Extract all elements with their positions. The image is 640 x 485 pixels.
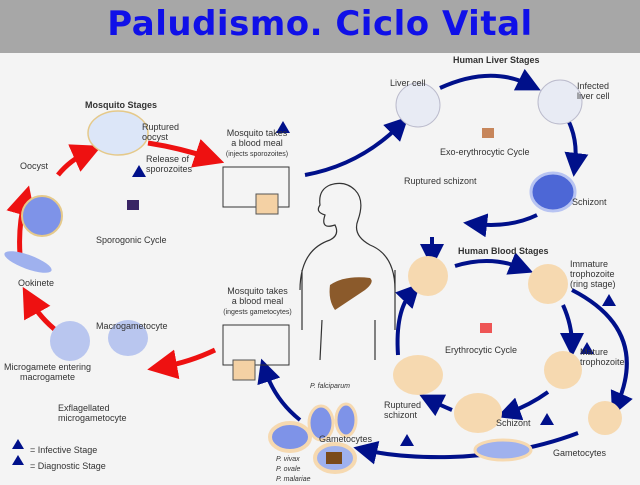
microgamete-cell (50, 321, 90, 361)
gametocyte-elongated (473, 438, 533, 462)
human-silhouette (299, 182, 396, 361)
arrow-bite-to-liver (304, 116, 409, 177)
macrogametocyte-cell (108, 320, 148, 356)
infective-triangle-step1 (276, 121, 290, 133)
legend-diagnostic: = Diagnostic Stage (30, 461, 106, 471)
ookinete-label: Ookinete (18, 278, 55, 288)
falciparum-male (334, 402, 358, 438)
gametocyte-inset (232, 359, 256, 381)
exo-erythrocytic-label: Exo-erythrocytic Cycle (440, 147, 530, 157)
macrogametocyte-label: Macrogametocyte (96, 321, 168, 331)
sporogonic-cycle-label: Sporogonic Cycle (96, 235, 167, 245)
arrow-liver-to-infected (439, 68, 541, 91)
gametocyte-cell (588, 401, 622, 435)
badge-C (127, 200, 139, 210)
diagnostic-triangle-schizont (540, 413, 554, 425)
ring-stage-cell (528, 264, 568, 304)
male-pigment (326, 452, 342, 464)
arrow-ring-to-gametocyte (571, 288, 633, 416)
oocyst-cell (21, 195, 63, 237)
liver-cell (395, 82, 441, 128)
badge-A (482, 128, 494, 138)
arrow-micro-to-ookinete (22, 286, 60, 334)
sporozoite-inset (255, 193, 279, 215)
ruptured-schizont-liver-label: Ruptured schizont (404, 176, 477, 186)
arrow-ookinete-to-oocyst (6, 185, 36, 256)
infective-triangle-release (132, 165, 146, 177)
blood-schizont-cell (454, 393, 502, 433)
diagnostic-triangle-mature (580, 342, 594, 354)
life-cycle-diagram (4, 68, 633, 474)
blood-schizont-label: Schizont (496, 418, 531, 428)
ruptured-schizont-cell (393, 355, 443, 395)
infective-triangle-icon (12, 439, 24, 449)
mosquito-stages-heading: Mosquito Stages (85, 100, 158, 110)
diagnostic-triangle-icon (12, 455, 24, 465)
arrow-gametocytes-to-mosquito (257, 358, 302, 422)
badge-B (480, 323, 492, 333)
p-falciparum-label: P. falciparum (310, 383, 350, 390)
legend-infective: = Infective Stage (30, 445, 98, 455)
mature-trophozoite-cell (544, 351, 582, 389)
arrow-infected-to-schizont (564, 119, 589, 177)
arrow-mature-to-schizont (496, 390, 550, 421)
liver-organ (329, 277, 372, 310)
falciparum-female (307, 404, 335, 442)
red-blood-cell (408, 256, 448, 296)
ookinete-cell (4, 251, 52, 273)
erythrocytic-cycle-label: Erythrocytic Cycle (445, 345, 518, 355)
liver-schizont-label: Schizont (572, 197, 607, 207)
mosquito-bite-box-8 (222, 324, 290, 366)
arrow-schizont-to-ruptured-blood (419, 394, 453, 417)
gametocytes-left-label: Gametocytes (319, 434, 373, 444)
blood-stages-heading: Human Blood Stages (458, 246, 549, 256)
liver-stages-heading: Human Liver Stages (453, 55, 540, 65)
arrow-gametocyte-to-bite (353, 431, 579, 465)
arrow-oocyst-to-ruptured (56, 144, 102, 177)
diagnostic-triangle-ring (602, 294, 616, 306)
arrow-schizont-to-ruptured (463, 213, 538, 238)
infected-liver-cell (537, 79, 583, 125)
arrow-bite8-to-gametes (147, 347, 217, 380)
vivax-female (268, 421, 312, 453)
liver-schizont-cell (529, 171, 577, 213)
title-bar (0, 0, 640, 53)
ruptured-oocyst-cell (87, 110, 149, 156)
arrow-rbc-to-ring (454, 252, 534, 275)
arrow-ring-to-mature (559, 304, 584, 357)
liver-cell-label: Liver cell (390, 78, 426, 88)
oocyst-label: Oocyst (20, 161, 49, 171)
diagnostic-triangle-gametocytes (400, 434, 414, 446)
gametocytes-right-label: Gametocytes (553, 448, 607, 458)
arrow-release-to-bite (147, 139, 225, 168)
page-title: Paludismo. Ciclo Vital (107, 4, 533, 44)
arrow-ruptured-to-rbc2 (395, 283, 421, 356)
